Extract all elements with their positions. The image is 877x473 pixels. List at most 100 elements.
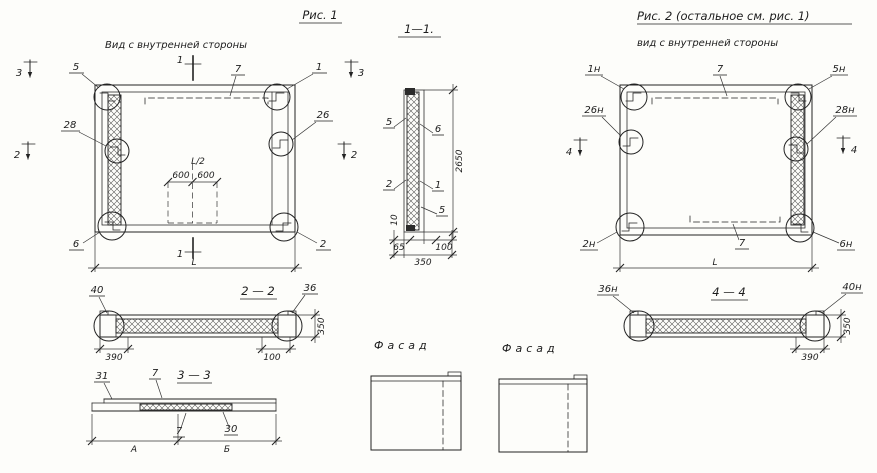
fig2-label-1n: 1н (588, 64, 601, 75)
sec11-label-2: 2 (386, 179, 392, 190)
fig1-callout-circle-5 (93, 83, 121, 111)
section-2-2: 2 — 2 40 36 390 100 350 (89, 283, 327, 363)
facade-1: Фасад (370, 339, 462, 451)
sec11-dim-350: 350 (414, 258, 431, 268)
sec22-label-40: 40 (91, 285, 104, 296)
fig2-bottom-dashed-element (689, 215, 781, 223)
fig1-label-6: 6 (73, 239, 79, 250)
fig2-label-26n: 26н (584, 105, 604, 116)
sec44-dim-350: 350 (843, 317, 853, 334)
sec33-insulation (139, 403, 233, 411)
sec44-dim-390: 390 (801, 353, 818, 363)
fig1-callout-circle-2 (269, 212, 299, 242)
fig1-callout-circle-28 (104, 138, 130, 164)
facade-2-panel (498, 378, 588, 453)
fig2-section-4-left: 4 (566, 147, 572, 158)
sec33-label-7-top: 7 (152, 368, 159, 379)
fig1-subtitle: Вид с внутренней стороны (105, 40, 247, 51)
fig1-callout-circle-26 (268, 131, 294, 157)
fig1-callout-circle-6 (97, 211, 127, 241)
sec22-panel-section (99, 314, 297, 338)
fig1-title: Рис. 1 (302, 8, 337, 22)
fig1-section-2-right: 2 (351, 150, 357, 161)
fig1-label-7: 7 (235, 64, 242, 75)
sec22-title: 2 — 2 (241, 284, 274, 298)
sec44-panel-section (629, 314, 825, 338)
fig2-label-5n: 5н (833, 64, 846, 75)
fig2-label-7-bottom: 7 (739, 238, 746, 249)
sec11-dim-65: 65 (393, 243, 405, 253)
sec44-label-40n: 40н (842, 282, 862, 293)
sec11-label-5-top: 5 (386, 117, 392, 128)
sec11-label-1: 1 (435, 180, 441, 191)
sec11-label-5-bottom: 5 (439, 205, 445, 216)
fig2-label-2n: 2н (583, 239, 596, 250)
sec44-insulation (645, 318, 807, 334)
fig1-label-5: 5 (73, 62, 79, 73)
sec22-label-36: 36 (304, 283, 317, 294)
sec22-callout-circle-right (271, 310, 303, 342)
figure-2: Рис. 2 (остальное см. рис. 1) вид с внут… (566, 9, 857, 273)
sec22-dim-350: 350 (317, 317, 327, 334)
fig2-label-6n: 6н (840, 239, 853, 250)
sec11-label-6: 6 (435, 124, 441, 135)
sec11-insulation (406, 91, 420, 231)
sec33-dim-B: Б (224, 445, 230, 455)
sec11-dim-10: 10 (390, 214, 400, 226)
fig1-callout-circle-1 (263, 83, 291, 111)
fig1-section-1-bottom: 1 (177, 249, 183, 260)
sec33-label-7-bottom: 7 (176, 426, 183, 437)
section-3-3: 3 — 3 31 7 7 30 А Б (86, 368, 282, 455)
fig2-top-dashed-element (651, 97, 779, 105)
fig1-label-26: 26 (317, 110, 330, 121)
fig1-dim-l2: L/2 (191, 157, 205, 167)
fig2-dim-L: L (712, 258, 717, 268)
fig1-insulation-strip (107, 94, 122, 226)
fig2-label-7-top: 7 (717, 64, 724, 75)
sec22-insulation (115, 318, 279, 334)
sec33-label-30: 30 (225, 424, 238, 435)
fig1-top-dashed-element (144, 97, 269, 105)
fig2-section-4-right: 4 (851, 145, 857, 156)
fig2-title: Рис. 2 (остальное см. рис. 1) (637, 9, 810, 23)
fig1-section-1-top: 1 (177, 55, 183, 66)
figure-1: Рис. 1 Вид с внутренней стороны 600 600 … (14, 8, 364, 273)
facade-2-label: Фасад (502, 342, 559, 355)
sec33-label-31: 31 (96, 371, 109, 382)
fig2-label-28n: 28н (835, 105, 855, 116)
sec33-dim-A: А (130, 445, 137, 455)
fig1-label-28: 28 (64, 120, 77, 131)
sec22-dim-100: 100 (263, 353, 280, 363)
fig1-panel-outline (94, 84, 296, 233)
facade-1-label: Фасад (374, 339, 431, 352)
fig2-callout-circle-6n (785, 213, 815, 243)
sec11-title: 1—1. (404, 22, 434, 36)
sec44-callout-circle-right (799, 310, 831, 342)
fig2-callout-circle-26n (618, 129, 644, 155)
fig2-panel-outline (619, 84, 813, 236)
fig1-section-3-left: 3 (16, 68, 22, 79)
sec11-dim-2650: 2650 (455, 149, 465, 172)
sec44-label-36n: 36н (598, 284, 618, 295)
fig1-dim-L: L (191, 258, 196, 268)
facade-1-panel (370, 375, 462, 451)
fig1-dim-600-right: 600 (197, 171, 214, 181)
fig2-insulation-strip (790, 94, 805, 226)
sec11-dim-100: 100 (435, 243, 452, 253)
sec33-title: 3 — 3 (177, 368, 210, 382)
facade-2: Фасад (498, 342, 588, 453)
fig1-section-3-right: 3 (358, 68, 364, 79)
fig2-callout-circle-5n (784, 83, 812, 111)
sec44-title: 4 — 4 (712, 285, 745, 299)
section-1-1: 1—1. 5 2 6 1 5 2650 10 (383, 22, 465, 268)
fig2-callout-circle-28n (783, 136, 809, 162)
fig1-section-2-left: 2 (14, 150, 20, 161)
fig1-dim-600-left: 600 (172, 171, 189, 181)
sec22-dim-390: 390 (105, 353, 122, 363)
fig2-callout-circle-2n (615, 212, 645, 242)
sec44-callout-circle-left (623, 310, 655, 342)
section-4-4: 4 — 4 36н 40н 390 350 (597, 282, 863, 363)
sec22-callout-circle-left (93, 310, 125, 342)
